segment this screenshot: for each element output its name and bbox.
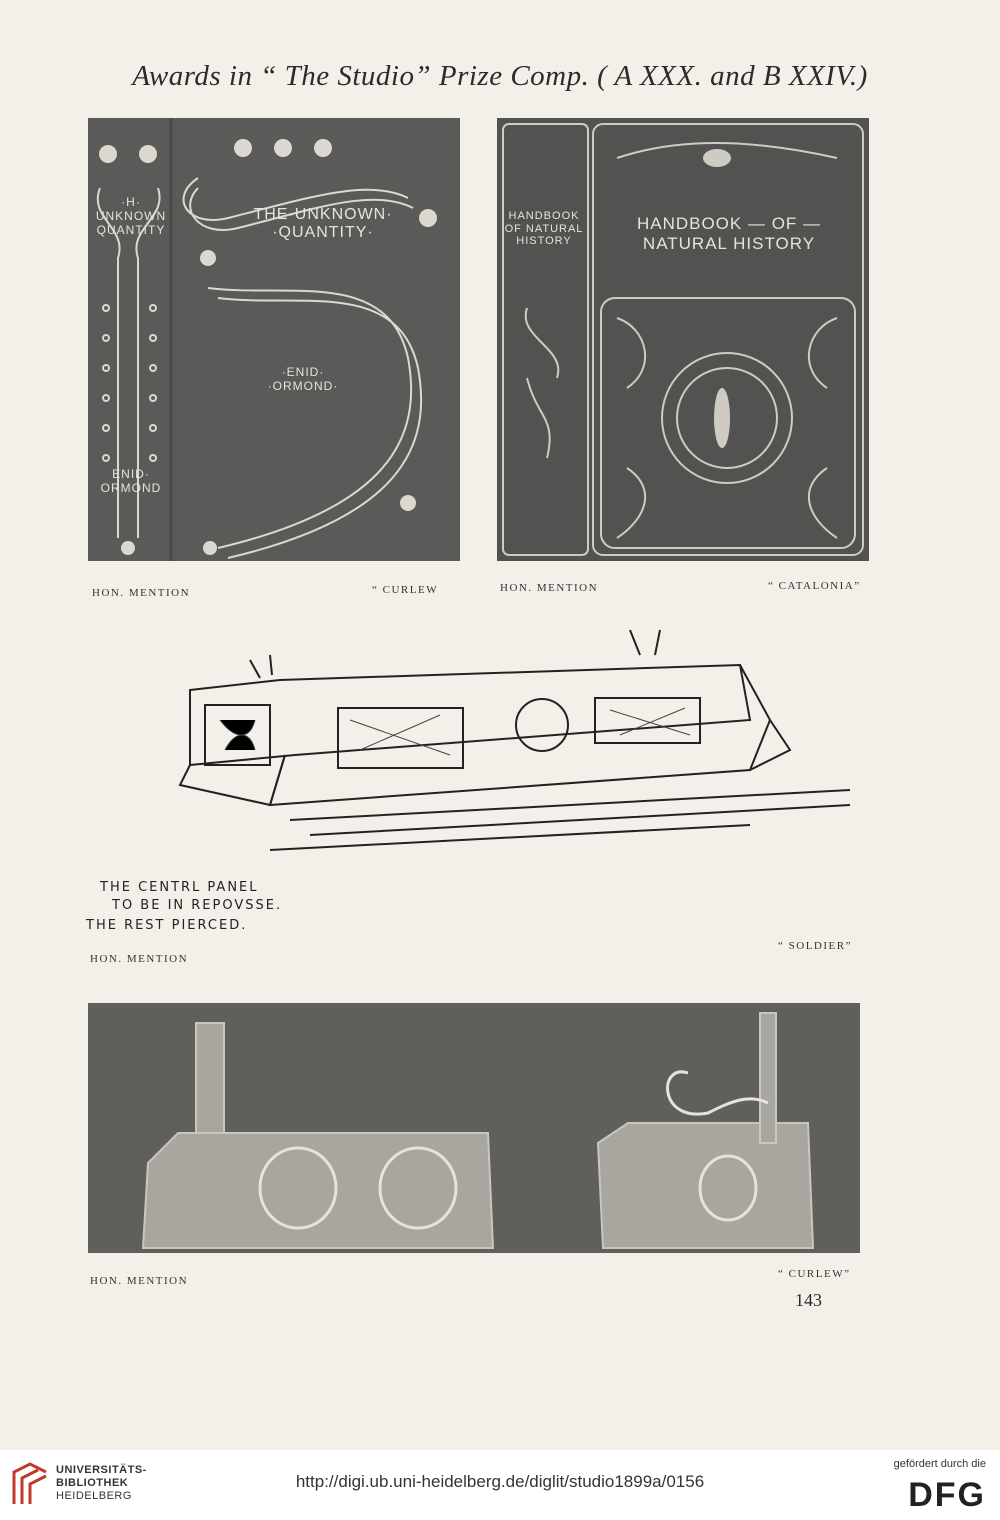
cover-author: ·ENID· ·ORMOND·	[267, 365, 339, 393]
footer-bar: UNIVERSITÄTS- BIBLIOTHEK HEIDELBERG http…	[0, 1450, 1000, 1520]
funding-note: gefördert durch die	[893, 1458, 986, 1470]
book-cover-natural-history: HANDBOOK OF NATURAL HISTORY HANDBOOK — O…	[497, 118, 869, 561]
drawing-annotation-line-1: THE CENTRL PANEL	[100, 880, 259, 895]
library-name-line-3: HEIDELBERG	[56, 1490, 132, 1502]
spine-author: ENID· ORMOND	[100, 467, 162, 495]
book-cover-unknown-quantity: ·H· UNKNOWN QUANTITY ENID· ORMOND THE·UN…	[88, 118, 460, 561]
library-logo-icon	[12, 1462, 47, 1504]
drawing-annotation-line-3: THE REST PIERCED.	[86, 918, 248, 933]
caption-motto: “ CURLEW”	[778, 1268, 851, 1280]
caption-honorable-mention: HON. MENTION	[90, 1275, 189, 1287]
book-cover-ornament	[96, 118, 437, 561]
caption-honorable-mention: HON. MENTION	[90, 953, 189, 965]
page-title: Awards in “ The Studio” Prize Comp. ( A …	[132, 60, 868, 92]
source-url-link[interactable]: http://digi.ub.uni-heidelberg.de/diglit/…	[295, 1472, 705, 1491]
cover-title: THE·UNKNOWN· ·QUANTITY·	[253, 206, 393, 242]
spine-title: HANDBOOK OF NATURAL HISTORY	[504, 210, 584, 248]
caption-honorable-mention: HON. MENTION	[500, 582, 599, 594]
caption-motto: “ CATALONIA”	[768, 580, 861, 592]
drawing-annotation-line-2: TO BE IN REPOVSSE.	[112, 898, 283, 913]
metalwork-photograph	[88, 1003, 860, 1253]
metalwork-line-drawing	[150, 620, 870, 890]
page-number: 143	[795, 1290, 822, 1310]
library-name-line-2: BIBLIOTHEK	[56, 1477, 129, 1489]
caption-motto: “ SOLDIER”	[778, 940, 852, 952]
metalwork-sketch	[178, 629, 851, 851]
caption-honorable-mention: HON. MENTION	[92, 587, 191, 599]
fender-photo-shapes	[141, 1012, 815, 1249]
dfg-logo: DFG	[908, 1476, 986, 1514]
book-cover-ornament	[502, 123, 864, 556]
library-name-line-1: UNIVERSITÄTS-	[56, 1464, 147, 1476]
library-name: UNIVERSITÄTS- BIBLIOTHEK HEIDELBERG	[56, 1464, 147, 1503]
spine-title: ·H· UNKNOWN QUANTITY	[95, 195, 167, 237]
caption-motto: “ CURLEW	[372, 584, 439, 596]
cover-title: HANDBOOK — OF — NATURAL HISTORY	[636, 214, 822, 253]
